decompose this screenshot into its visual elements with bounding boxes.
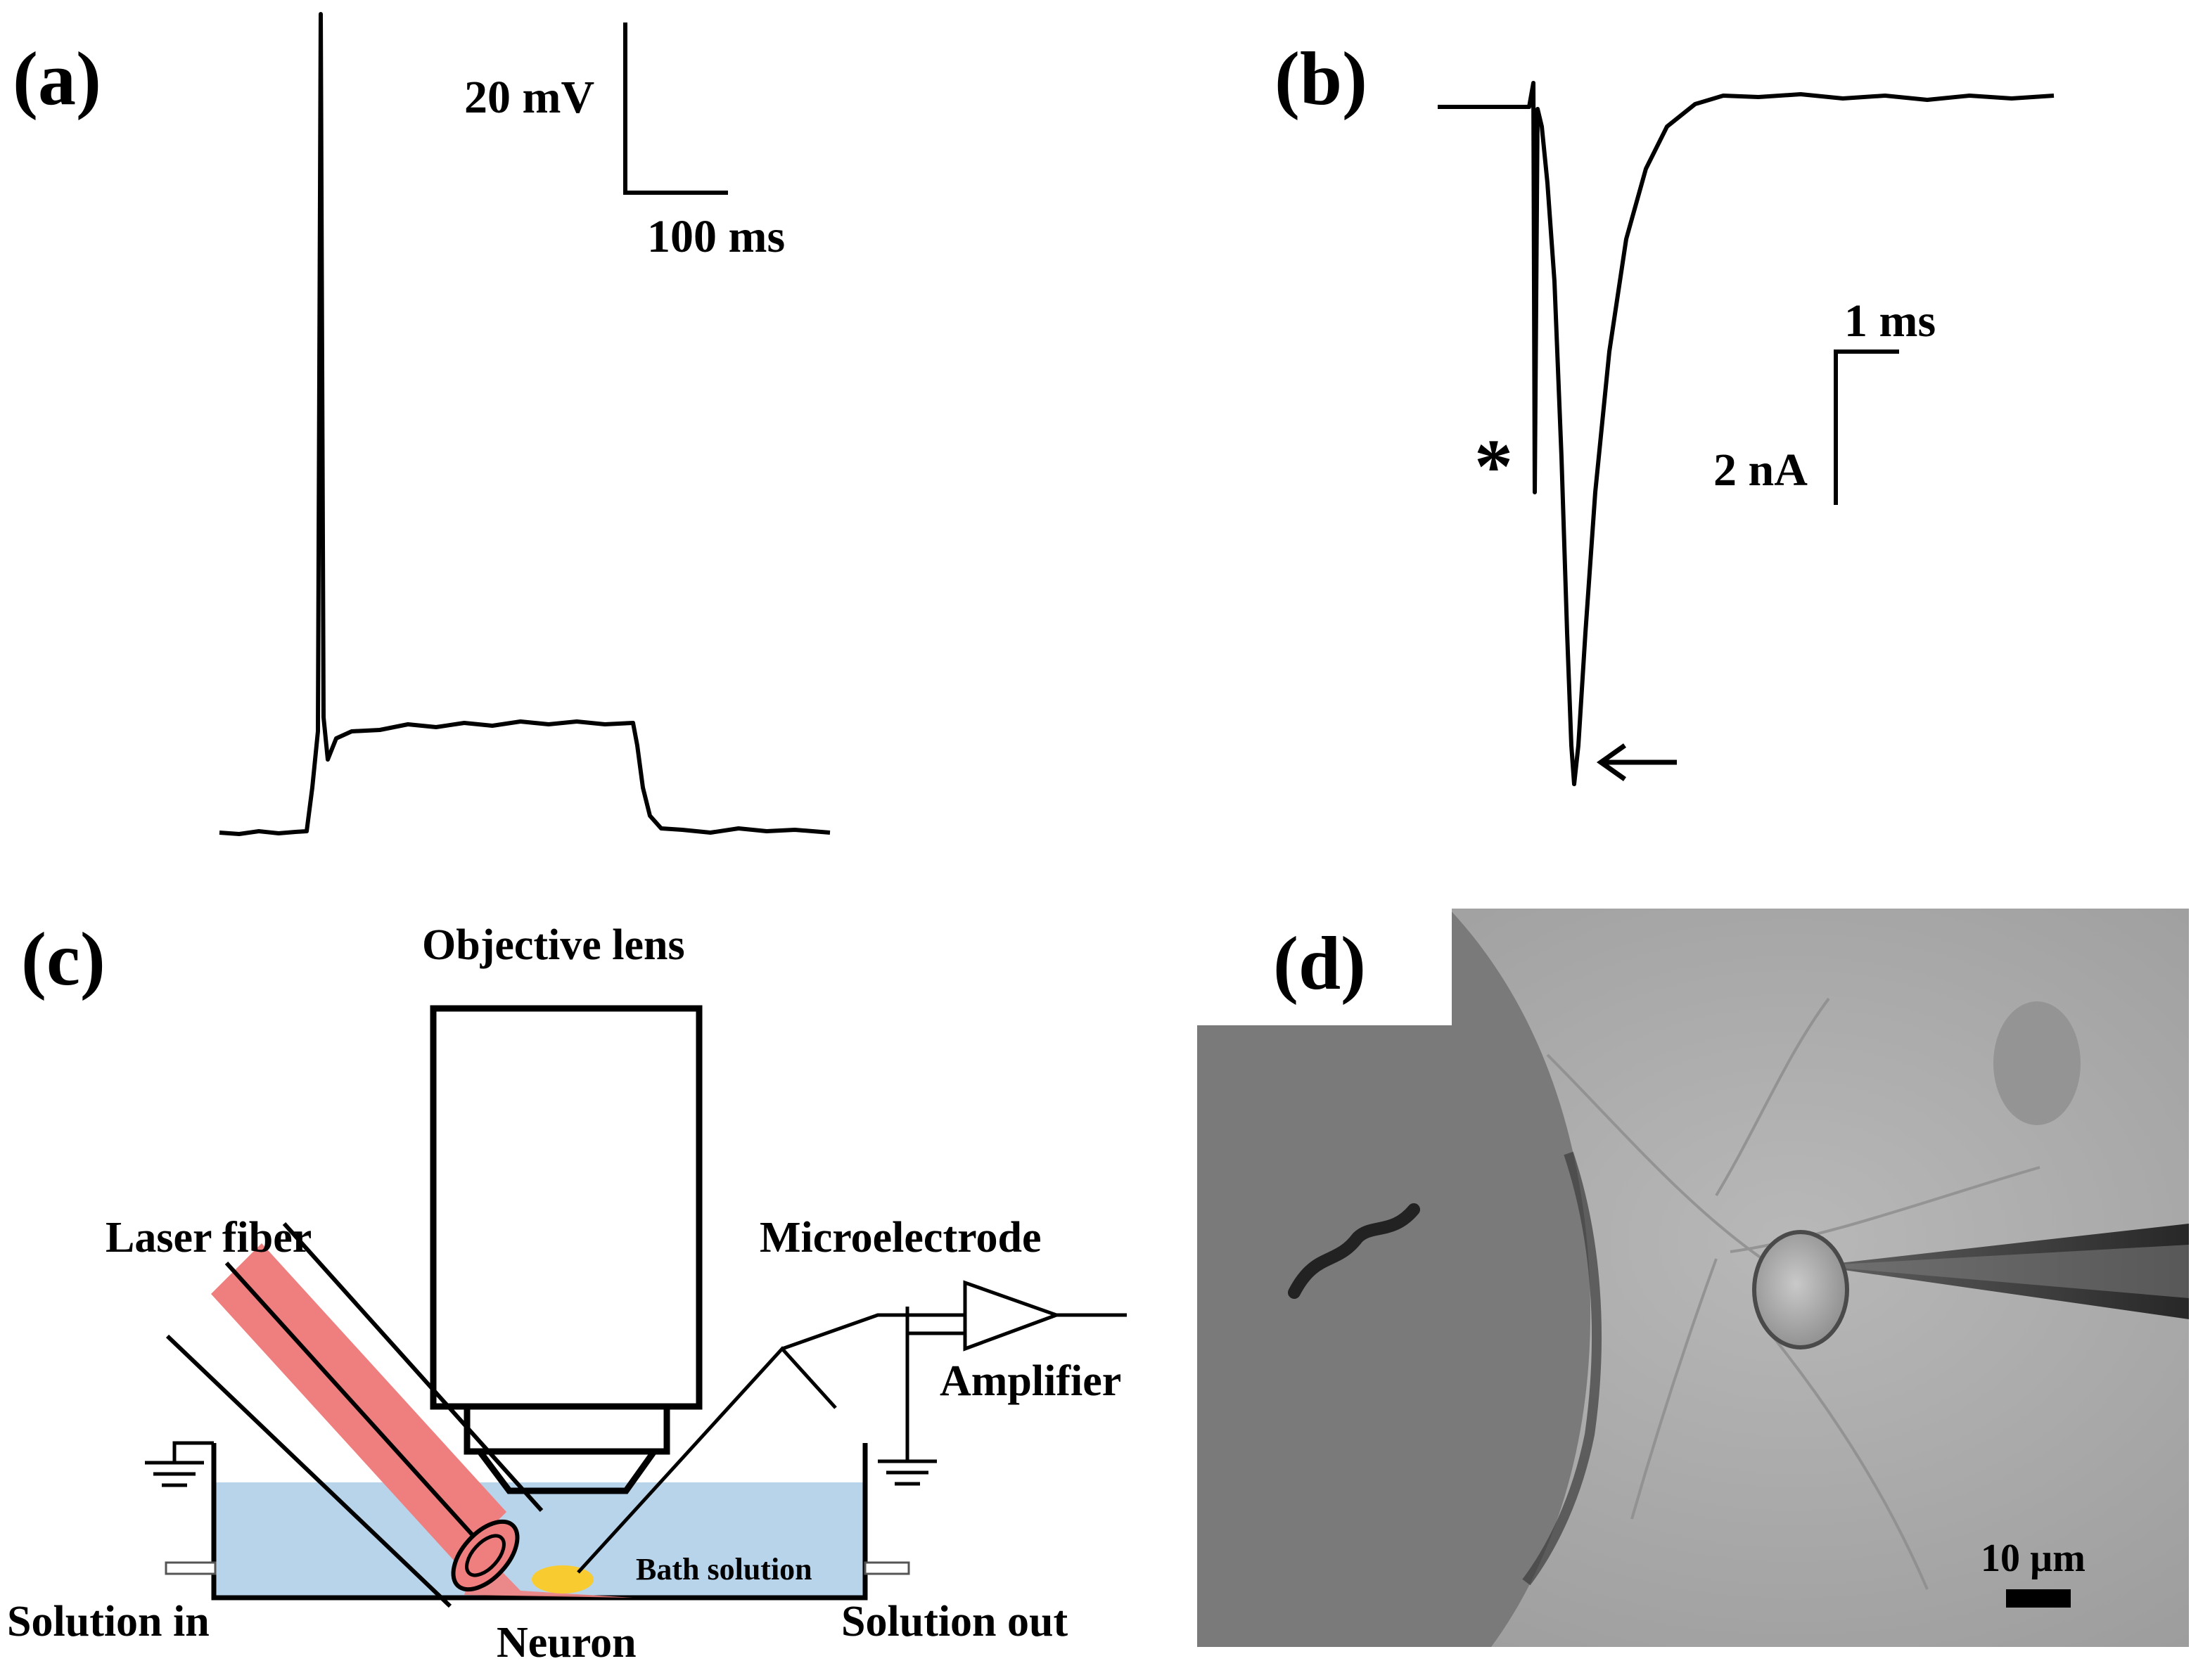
scale-bar-d <box>2006 1589 2071 1608</box>
panel-d-label-box <box>1197 909 1452 1025</box>
panel-b: (b) 1 ms 2 nA * <box>1275 37 2055 786</box>
panel-d: (d) 10 µm <box>1197 909 2189 1647</box>
outlet-port <box>864 1561 910 1575</box>
micrograph-dark-region <box>1197 909 1591 1647</box>
current-trace <box>1438 81 2055 786</box>
artifact-asterisk: * <box>1474 423 1513 509</box>
label-bath-solution: Bath solution <box>636 1552 812 1586</box>
label-microelectrode: Microelectrode <box>760 1214 1042 1262</box>
scale-label-time-b: 1 ms <box>1844 295 1936 347</box>
neuron-cell <box>532 1565 594 1594</box>
peak-arrow-icon <box>1596 743 1677 781</box>
amplifier-icon <box>905 1280 1127 1357</box>
panel-c-label: (c) <box>21 918 106 1001</box>
laser-beam <box>464 1547 633 1598</box>
microelectrode <box>577 1313 965 1574</box>
panel-b-label: (b) <box>1275 37 1367 121</box>
inlet-port <box>165 1561 217 1575</box>
debris-strand <box>1288 1203 1420 1299</box>
panel-a: (a) 20 mV 100 ms <box>13 12 831 836</box>
objective-lens <box>430 1005 703 1494</box>
label-amplifier: Amplifier <box>940 1357 1121 1405</box>
scale-bar-a <box>623 23 728 195</box>
micrograph-edge <box>1522 1151 1602 1586</box>
label-objective-lens: Objective lens <box>422 921 685 969</box>
label-solution-out: Solution out <box>841 1598 1068 1646</box>
scale-label-micron: 10 µm <box>1981 1537 2086 1580</box>
label-solution-in: Solution in <box>7 1598 210 1646</box>
patched-neuron <box>1752 1230 1849 1349</box>
laser-fiber <box>165 1221 544 1608</box>
panel-d-label: (d) <box>1273 922 1366 1006</box>
label-laser-fiber: Laser fiber <box>106 1214 312 1262</box>
ground-left-icon <box>145 1441 214 1487</box>
scale-label-time-a: 100 ms <box>647 211 785 262</box>
scale-label-current: 2 nA <box>1713 444 1808 496</box>
distant-cell <box>1993 1001 2081 1125</box>
scale-bar-b <box>1834 350 1899 505</box>
pipette-tip <box>1815 1245 2189 1298</box>
voltage-trace <box>219 12 831 836</box>
scale-label-voltage: 20 mV <box>464 72 594 123</box>
dish <box>211 1443 868 1601</box>
panel-c: (c) <box>7 918 1127 1667</box>
panel-a-label: (a) <box>13 37 101 121</box>
label-neuron: Neuron <box>497 1619 637 1667</box>
